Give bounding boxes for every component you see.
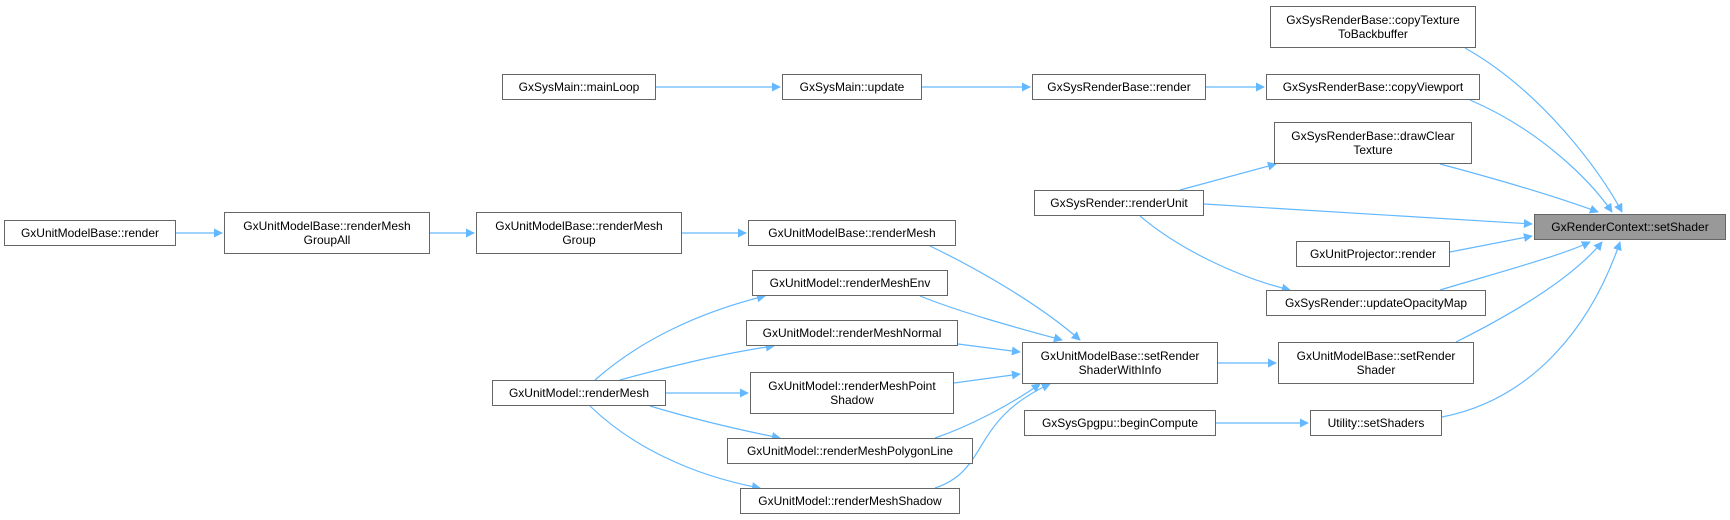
edge-opacity-target	[1439, 241, 1591, 291]
node-gxunitmodelbase-setrendershaderwithinfo[interactable]: GxUnitModelBase::setRender ShaderWithInf…	[1022, 342, 1218, 384]
node-gxsysrenderbase-render[interactable]: GxSysRenderBase::render	[1032, 74, 1206, 100]
edge-meshpoly-withinfo	[934, 383, 1041, 439]
edge-rendermesh-meshnormal	[619, 342, 775, 381]
node-gxsysrenderbase-copytexturetobackbuffer[interactable]: GxSysRenderBase::copyTexture ToBackbuffe…	[1270, 6, 1476, 48]
edge-renderunit-opacity	[1139, 215, 1291, 293]
node-gxsysrenderbase-drawcleartexture[interactable]: GxSysRenderBase::drawClear Texture	[1274, 122, 1472, 164]
edge-mbmesh-withinfo	[929, 245, 1081, 341]
node-gxunitmodel-rendermeshnormal[interactable]: GxUnitModel::renderMeshNormal	[746, 320, 958, 346]
edge-setshaders-target	[1441, 241, 1622, 418]
node-gxunitprojector-render[interactable]: GxUnitProjector::render	[1296, 241, 1450, 267]
edge-setshader-target	[1455, 241, 1603, 343]
edge-renderunit-drawclear	[1179, 161, 1277, 191]
node-gxsysmain-update[interactable]: GxSysMain::update	[782, 74, 922, 100]
node-gxunitmodel-rendermeshshadow[interactable]: GxUnitModel::renderMeshShadow	[740, 488, 960, 514]
node-gxunitmodel-rendermesh[interactable]: GxUnitModel::renderMesh	[492, 380, 666, 406]
node-gxunitmodel-rendermeshenv[interactable]: GxUnitModel::renderMeshEnv	[752, 270, 948, 296]
edge-copyvp-target	[1469, 99, 1613, 213]
node-gxunitmodel-rendermeshpointshadow[interactable]: GxUnitModel::renderMeshPoint Shadow	[750, 372, 954, 414]
node-gxsysrenderbase-copyviewport[interactable]: GxSysRenderBase::copyViewport	[1266, 74, 1480, 100]
node-gxsysmain-mainloop[interactable]: GxSysMain::mainLoop	[502, 74, 656, 100]
edge-rendermesh-meshpoly	[649, 405, 781, 441]
node-gxunitmodelbase-setrendershader[interactable]: GxUnitModelBase::setRender Shader	[1278, 342, 1474, 384]
node-gxsysgpgpu-begincompute[interactable]: GxSysGpgpu::beginCompute	[1024, 410, 1216, 436]
edge-meshpoint-withinfo	[953, 370, 1021, 384]
node-gxrendercontext-setshader: GxRenderContext::setShader	[1534, 214, 1726, 240]
node-gxunitmodelbase-render[interactable]: GxUnitModelBase::render	[4, 220, 176, 246]
edge-meshenv-withinfo	[919, 295, 1063, 343]
node-gxunitmodelbase-rendermeshgroup[interactable]: GxUnitModelBase::renderMesh Group	[476, 212, 682, 254]
node-gxsysrender-renderunit[interactable]: GxSysRender::renderUnit	[1034, 190, 1204, 216]
edge-meshshadow-withinfo	[934, 383, 1051, 489]
node-gxsysrender-updateopacitymap[interactable]: GxSysRender::updateOpacityMap	[1266, 290, 1486, 316]
edge-rendermesh-meshenv	[594, 293, 766, 381]
edge-meshnormal-withinfo	[957, 343, 1021, 356]
edge-copytex-target	[1464, 47, 1623, 213]
node-utility-setshaders[interactable]: Utility::setShaders	[1310, 410, 1442, 436]
node-gxunitmodel-rendermeshpolygonline[interactable]: GxUnitModel::renderMeshPolygonLine	[727, 438, 973, 464]
node-gxunitmodelbase-rendermeshgroupall[interactable]: GxUnitModelBase::renderMesh GroupAll	[224, 212, 430, 254]
node-gxunitmodelbase-rendermesh[interactable]: GxUnitModelBase::renderMesh	[748, 220, 956, 246]
edge-projector-target	[1449, 233, 1533, 253]
edge-drawclear-target	[1439, 163, 1599, 214]
edge-rendermesh-meshshadow	[589, 405, 761, 491]
edge-renderunit-target	[1203, 203, 1533, 228]
